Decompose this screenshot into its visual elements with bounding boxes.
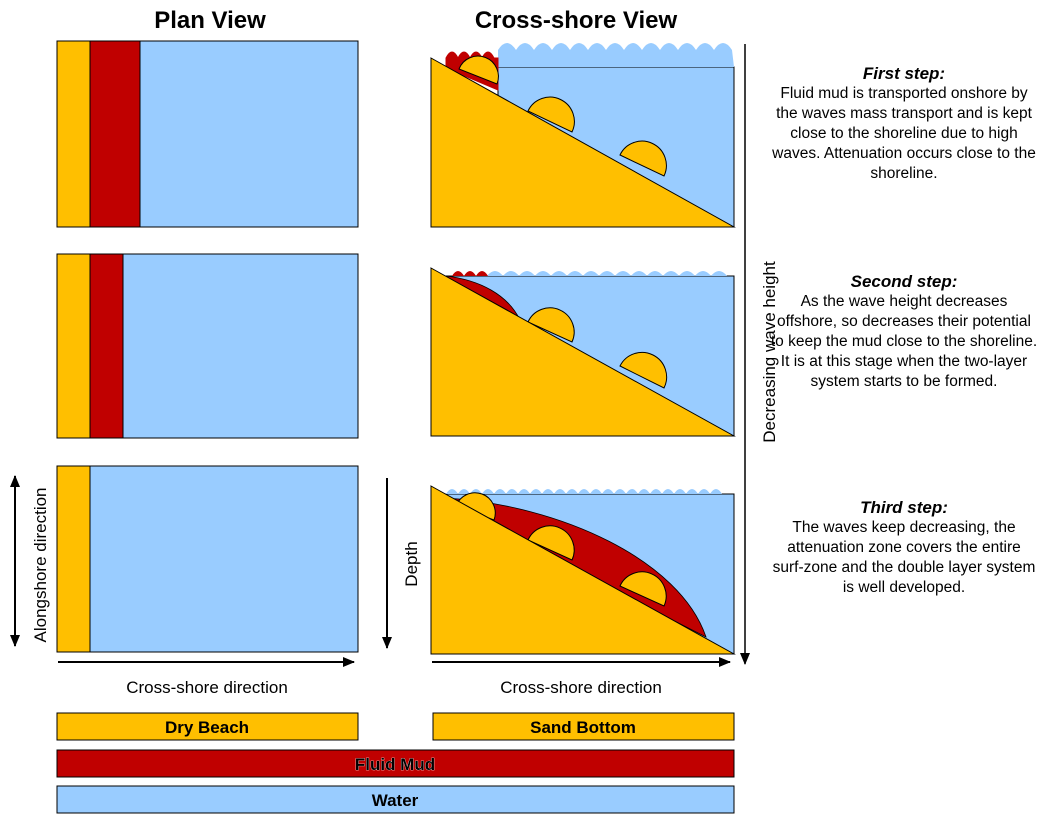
legend-water-label: Water xyxy=(372,791,419,810)
step-2-text: As the wave height decreases offshore, s… xyxy=(770,293,1038,390)
legend-fluid-mud-label: Fluid Mud xyxy=(355,755,435,774)
step-1-text: Fluid mud is transported onshore by the … xyxy=(772,85,1036,182)
legend-fluid-mud-swatch xyxy=(56,749,735,778)
legend-sand-bottom-label: Sand Bottom xyxy=(530,718,636,737)
depth-label: Depth xyxy=(402,541,421,586)
legend-dry-beach-swatch xyxy=(56,712,359,741)
step-1-description: First step: Fluid mud is transported ons… xyxy=(770,64,1038,184)
legend: Dry Beach Sand Bottom Fluid Mud Water xyxy=(56,712,735,814)
section-panel-step-2 xyxy=(430,267,736,437)
step-3-description: Third step: The waves keep decreasing, t… xyxy=(770,498,1038,598)
step-3-text: The waves keep decreasing, the attenuati… xyxy=(772,519,1036,596)
step-2-title: Second step: xyxy=(850,272,958,291)
wave-height-label: Decreasing wave height xyxy=(760,261,779,443)
legend-sand-bottom-swatch xyxy=(432,712,735,741)
plan-panel-step-3 xyxy=(56,465,359,653)
cross-shore-view-title: Cross-shore View xyxy=(475,7,678,34)
section-cross-shore-label: Cross-shore direction xyxy=(500,678,662,697)
plan-panel-step-2 xyxy=(56,253,359,439)
plan-view-title: Plan View xyxy=(154,7,266,34)
plan-cross-shore-label: Cross-shore direction xyxy=(126,678,288,697)
step-1-title: First step: xyxy=(862,64,946,83)
legend-dry-beach-label: Dry Beach xyxy=(165,718,249,737)
section-panel-step-3 xyxy=(430,485,736,655)
plan-panel-step-1 xyxy=(56,40,359,228)
step-3-title: Third step: xyxy=(860,498,948,517)
legend-water-swatch xyxy=(56,785,735,814)
alongshore-label: Alongshore direction xyxy=(31,488,50,643)
step-2-description: Second step: As the wave height decrease… xyxy=(770,272,1038,392)
section-panel-step-1 xyxy=(430,43,736,228)
